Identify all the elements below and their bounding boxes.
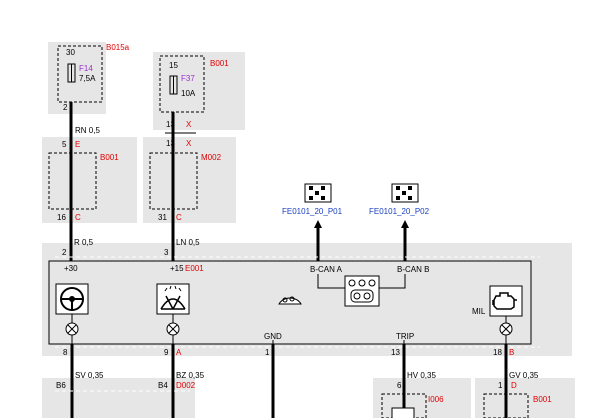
wire-ln-label: LN 0,5 <box>176 238 200 247</box>
fuse-box-right <box>159 55 205 113</box>
connector-x-top-pin: 13 <box>166 120 175 129</box>
diag-label-left[interactable]: FE0101_20_P01 <box>282 207 343 216</box>
fuse-left-terminal: 30 <box>66 48 75 57</box>
module-panel-left <box>42 137 137 223</box>
lower-panel-right <box>475 378 575 418</box>
fuse-icon <box>67 63 76 83</box>
cluster-plus15: +15 <box>170 264 184 273</box>
arrow-can-b <box>401 220 409 228</box>
b001-letter-bottom: C <box>75 213 81 222</box>
wiper-washer-icon <box>156 283 190 315</box>
bottom-pin-13: 13 <box>391 348 400 357</box>
wire-hv-label: HV 0,35 <box>407 371 436 380</box>
bottom-pin-1: 1 <box>265 348 270 357</box>
module-panel-right <box>143 137 236 223</box>
cluster-gnd: GND <box>264 332 282 341</box>
b001-name: B001 <box>100 153 119 162</box>
cluster-mil: MIL <box>472 307 486 316</box>
lower-component-icon <box>391 407 415 418</box>
fuse-box-left <box>57 45 103 103</box>
pin-3-label: 3 <box>164 248 169 257</box>
arrow-can-a <box>314 220 322 228</box>
m002-name: M002 <box>201 153 222 162</box>
b001-pin-top: 5 <box>62 140 67 149</box>
lower-pin-6: 6 <box>397 381 402 390</box>
lower-pin-1: 1 <box>498 381 503 390</box>
cluster-trip: TRIP <box>396 332 414 341</box>
lower-b001: B001 <box>533 395 552 404</box>
lower-panel-mid <box>373 378 471 418</box>
bottom-pin-9-letter: A <box>176 348 182 357</box>
connector-x-top-letter: X <box>186 120 192 129</box>
m002-pin-bottom: 31 <box>158 213 167 222</box>
b001-letter-top: E <box>75 140 80 149</box>
fuse-panel-right <box>153 52 245 130</box>
fuse-left-pin: 2 <box>63 103 68 112</box>
warning-lamp-icon <box>499 322 513 336</box>
connector-x-bottom-pin: 13 <box>166 139 175 148</box>
b001-pin-bottom: 16 <box>57 213 66 222</box>
pin-2-label: 2 <box>62 248 67 257</box>
cluster-plus30: +30 <box>64 264 78 273</box>
can-a-line <box>317 274 345 289</box>
cluster-component: E001 <box>185 264 204 273</box>
fuse-left-component: B015a <box>106 43 130 52</box>
wire-sv-label: SV 0,35 <box>75 371 104 380</box>
can-b-line <box>378 274 406 289</box>
fuse-icon <box>169 75 178 95</box>
engine-icon <box>489 285 523 317</box>
wire-bz-label: BZ 0,35 <box>176 371 205 380</box>
lower-b4: B4 <box>158 381 168 390</box>
wire-rn-label: RN 0,5 <box>75 126 100 135</box>
steering-wheel-icon <box>55 283 89 315</box>
bottom-pin-9: 9 <box>164 348 169 357</box>
lower-box-i006 <box>381 393 427 418</box>
fuse-right-id: F37 <box>181 74 195 83</box>
wire-gv-label: GV 0,35 <box>509 371 539 380</box>
lower-i006: I006 <box>428 395 444 404</box>
bottom-pin-18: 18 <box>493 348 502 357</box>
warning-lamp-icon <box>278 296 302 305</box>
diag-label-right[interactable]: FE0101_20_P02 <box>369 207 430 216</box>
fuse-left-id: F14 <box>79 64 93 73</box>
m002-letter-bottom: C <box>176 213 182 222</box>
warning-lamp-icon <box>166 322 180 336</box>
warning-lamp-icon <box>65 322 79 336</box>
lower-panel-left <box>42 378 195 418</box>
diagnostic-connector-icon <box>391 183 419 203</box>
fuse-right-component: B001 <box>210 59 229 68</box>
gauge-icon <box>344 275 380 307</box>
fuse-right-rating: 10A <box>181 89 196 98</box>
lower-b4-comp: D002 <box>176 381 196 390</box>
lower-pin-1-letter: D <box>511 381 517 390</box>
cluster-bcan-b: B-CAN B <box>397 265 429 274</box>
fuse-panel-left <box>48 42 106 114</box>
bottom-pin-18-letter: B <box>509 348 514 357</box>
wire-r-label: R 0,5 <box>74 238 94 247</box>
lower-box-b001 <box>483 393 529 418</box>
connector-x-bottom-letter: X <box>186 139 192 148</box>
fuse-right-terminal: 15 <box>169 61 178 70</box>
bottom-pin-8: 8 <box>63 348 68 357</box>
lower-b6: B6 <box>56 381 66 390</box>
fuse-left-rating: 7,5A <box>79 74 96 83</box>
diagnostic-connector-icon <box>304 183 332 203</box>
cluster-bcan-a: B-CAN A <box>310 265 343 274</box>
